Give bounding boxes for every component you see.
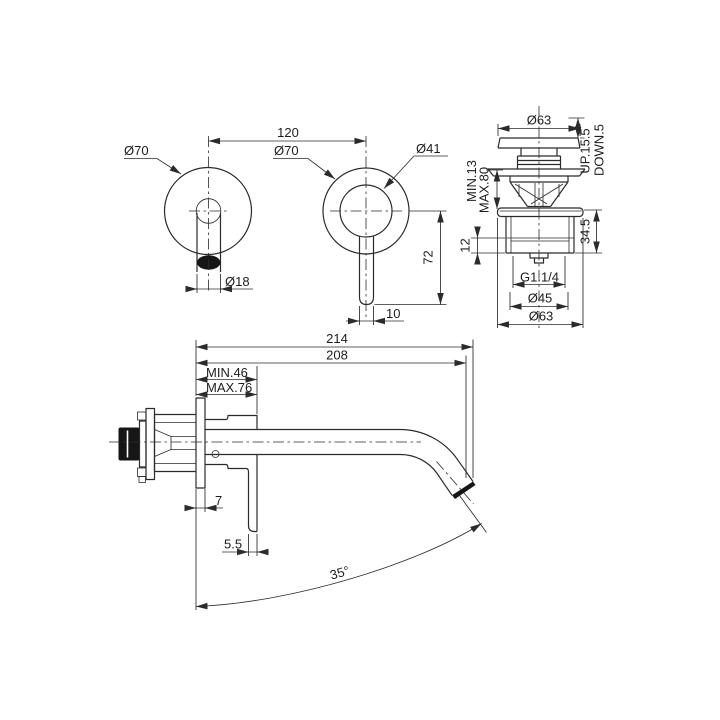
drain-thread-band <box>506 216 574 253</box>
thread-exposed-label: 12 <box>458 238 473 252</box>
escutcheon-outline <box>163 166 253 256</box>
faucet-side-view: 214 208 MIN.46 MAX.76 7 5.5 35° <box>109 331 487 610</box>
plate-thickness-label: 7 <box>215 493 222 508</box>
max-deck-label: MAX.80 <box>477 167 492 213</box>
center-distance-label: 120 <box>277 125 299 140</box>
leader-outer-dia <box>273 158 336 180</box>
handle-front-view: Ø70 Ø41 72 10 <box>273 136 448 325</box>
lever-gap-label: 5.5 <box>224 537 242 552</box>
drain-stem <box>520 148 558 156</box>
flange-dia-label: Ø63 <box>529 309 554 324</box>
up-travel-label: UP.15.5 <box>578 128 593 173</box>
lever-side <box>247 472 257 533</box>
handle-outer-dia-label: Ø70 <box>274 143 299 158</box>
wall-plate <box>195 397 206 489</box>
leader-handle-dia <box>383 155 448 189</box>
drain-cap <box>497 137 581 149</box>
spout-dia-label: Ø18 <box>225 274 250 289</box>
drain-basket-struts <box>514 183 564 206</box>
drain-lower-flange <box>496 207 584 218</box>
drain-bottom-nub <box>529 253 549 264</box>
spout-tip-aerator <box>452 481 476 499</box>
waste-dia-label: Ø45 <box>528 291 553 306</box>
max-recess-label: MAX.76 <box>206 380 252 395</box>
spout-tube <box>196 213 222 272</box>
body-front-top <box>205 414 258 430</box>
thread-size-label: G1.1/4 <box>520 270 559 285</box>
min-deck-label: MIN.13 <box>464 160 479 202</box>
handle-dia-label: Ø41 <box>416 141 441 156</box>
overall-length-label: 214 <box>326 331 348 346</box>
cap-dia-label: Ø63 <box>527 113 552 128</box>
lever-drop-label: 72 <box>421 250 436 264</box>
drain-neck <box>509 176 569 183</box>
spout-outer-dia-label: Ø70 <box>124 143 149 158</box>
handle-lever <box>358 236 375 306</box>
drain-body <box>505 216 575 254</box>
valve-body <box>153 413 196 473</box>
drain-upper-flange <box>487 168 586 177</box>
ext-lever-width <box>359 306 374 325</box>
drain-assembly-view: Ø63 UP.15.5 DOWN.5 MIN.13 MAX.80 34.5 12… <box>458 106 607 331</box>
body-front-bottom <box>205 463 250 473</box>
ext-flange-dia <box>497 218 584 328</box>
lever-width-label: 10 <box>386 306 400 321</box>
ext-lever-gap <box>248 534 258 556</box>
inlet-washer <box>138 420 147 468</box>
mounting-flange <box>145 407 156 481</box>
leader-outer-dia <box>124 158 182 175</box>
threaded-inlet <box>118 427 140 461</box>
min-recess-label: MIN.46 <box>206 365 248 380</box>
spout-bend-outer <box>399 428 474 482</box>
centerline-tip <box>436 461 474 505</box>
spout-front-view: Ø70 Ø18 <box>124 136 253 293</box>
center-distance-dimension: 120 <box>208 125 366 145</box>
body-height-label: 34.5 <box>578 219 593 244</box>
ext-lever-drop <box>374 210 447 305</box>
spout-angle-label: 35° <box>328 563 351 583</box>
spout-reach-label: 208 <box>326 348 348 363</box>
spout-bend-inner <box>399 453 453 496</box>
ext-angle <box>459 495 487 533</box>
spout-tube-side <box>205 428 400 456</box>
ext-thread-exposed <box>471 237 505 254</box>
drain-stem-rings <box>516 155 562 169</box>
angle-arc <box>195 523 482 610</box>
down-travel-label: DOWN.5 <box>592 124 607 176</box>
